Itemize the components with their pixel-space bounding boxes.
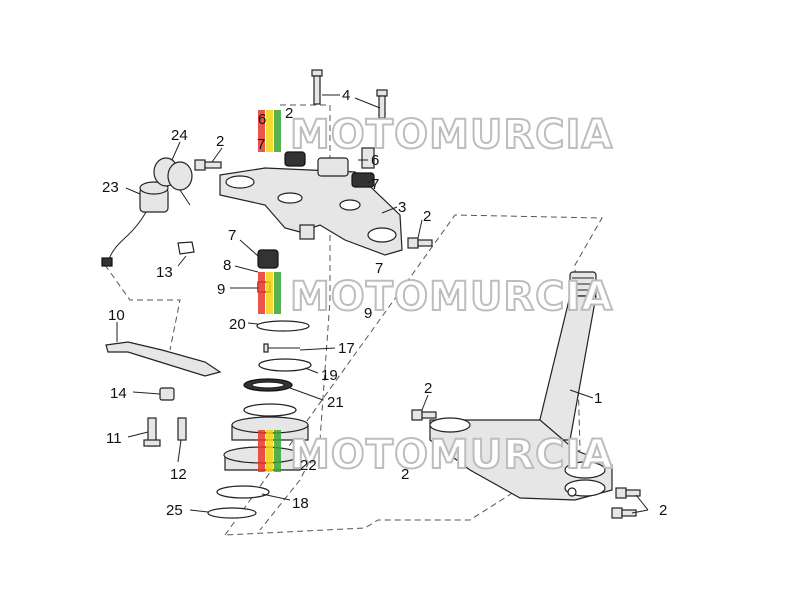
callout-19: 19 [321,367,338,384]
callout-11: 11 [106,430,122,447]
watermark-3: MOTOMURCIA [258,430,613,479]
callout-10: 10 [108,307,125,324]
callout-1: 1 [594,390,602,407]
callout-21: 21 [327,394,344,411]
callout-25: 25 [166,502,183,519]
callout-17: 17 [338,340,355,357]
callout-6: 6 [258,111,266,128]
callout-labels: 1 2 2 2 2 2 2 3 4 6 6 7 7 7 7 8 9 9 10 1… [102,87,667,519]
callout-7: 7 [371,176,379,193]
part-3-upper-clamp [219,167,403,256]
bolts [194,69,641,519]
watermark-2: MOTOMURCIA [258,272,613,321]
callout-9: 9 [217,281,225,298]
callout-7: 7 [257,136,265,153]
callout-2: 2 [401,466,409,483]
watermark-1: MOTOMURCIA [258,110,613,159]
bearing-stack [207,320,312,519]
callout-23: 23 [102,179,119,196]
callout-20: 20 [229,316,246,333]
callout-6: 6 [371,152,379,169]
callout-9: 9 [364,305,372,322]
caps-and-nuts [257,147,375,293]
callout-2: 2 [285,105,293,122]
leader-lines [116,94,649,514]
callout-2: 2 [424,380,432,397]
callout-14: 14 [110,385,127,402]
watermark-text: MOTOMURCIA [290,274,613,320]
callout-2: 2 [659,502,667,519]
callout-4: 4 [342,87,350,104]
callout-7: 7 [228,227,236,244]
callout-3: 3 [398,199,406,216]
callout-18: 18 [292,495,309,512]
callout-7: 7 [375,260,383,277]
watermark-text: MOTOMURCIA [290,432,613,478]
callout-13: 13 [156,264,173,281]
callout-2: 2 [216,133,224,150]
callout-8: 8 [223,257,231,274]
watermark-text: MOTOMURCIA [290,112,613,158]
callout-2: 2 [423,208,431,225]
part-1-steering-stem [429,271,613,501]
assembly-dashed-outline [104,104,603,536]
callout-24: 24 [171,127,188,144]
left-side-parts [101,157,222,447]
callout-22: 22 [300,457,317,474]
callout-12: 12 [170,466,187,483]
